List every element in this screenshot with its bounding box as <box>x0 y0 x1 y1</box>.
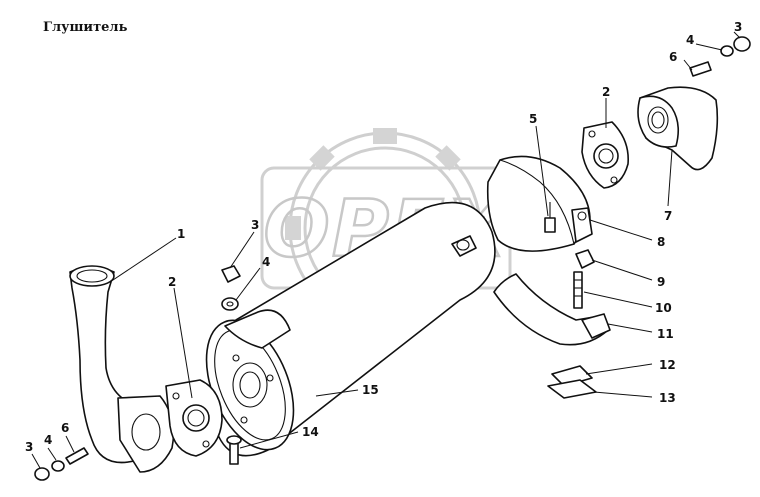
washer-4-right <box>720 45 734 57</box>
callout-13: 13 <box>659 391 676 405</box>
nut-9 <box>575 249 595 269</box>
inlet-pipe <box>69 265 175 473</box>
bolt-5 <box>544 202 556 233</box>
stud-6-left <box>65 447 89 465</box>
callout-15: 15 <box>362 383 379 397</box>
callout-4: 4 <box>44 433 52 447</box>
callout-12: 12 <box>659 358 676 372</box>
callout-9: 9 <box>657 275 665 289</box>
callout-2: 2 <box>168 275 176 289</box>
callout-3: 3 <box>25 440 33 454</box>
clamp-band-upper <box>486 155 593 252</box>
callout-1: 1 <box>177 227 185 241</box>
washer-4-left <box>51 460 65 472</box>
callout-4: 4 <box>262 255 270 269</box>
callout-4: 4 <box>686 33 694 47</box>
callout-6: 6 <box>669 50 677 64</box>
bolt-10 <box>573 271 583 309</box>
callout-2: 2 <box>602 85 610 99</box>
callout-11: 11 <box>657 327 674 341</box>
muffler-body <box>205 201 496 457</box>
washer-4-center <box>221 297 239 311</box>
clamp-band-lower <box>493 273 611 346</box>
nut-3-right <box>733 36 751 52</box>
nut-3-left <box>34 467 50 481</box>
plate-13 <box>547 379 597 399</box>
callout-10: 10 <box>655 301 672 315</box>
outlet-elbow <box>637 86 719 171</box>
bracket-12 <box>551 365 593 387</box>
callout-14: 14 <box>302 425 319 439</box>
bolt-14 <box>226 435 242 465</box>
callout-3: 3 <box>734 20 742 34</box>
stud-6-right <box>689 61 712 77</box>
callout-6: 6 <box>61 421 69 435</box>
callout-3: 3 <box>251 218 259 232</box>
gasket-left <box>165 379 223 457</box>
leader-lines <box>31 31 741 469</box>
gasket-right <box>581 121 629 189</box>
diagram-title: Глушитель <box>43 20 128 35</box>
callout-8: 8 <box>657 235 665 249</box>
nut-3-center <box>221 265 241 283</box>
callout-7: 7 <box>664 209 672 223</box>
callouts: 1 2 2 3 3 3 4 4 4 5 6 6 7 8 9 10 11 12 1… <box>25 20 742 454</box>
callout-5: 5 <box>529 112 537 126</box>
